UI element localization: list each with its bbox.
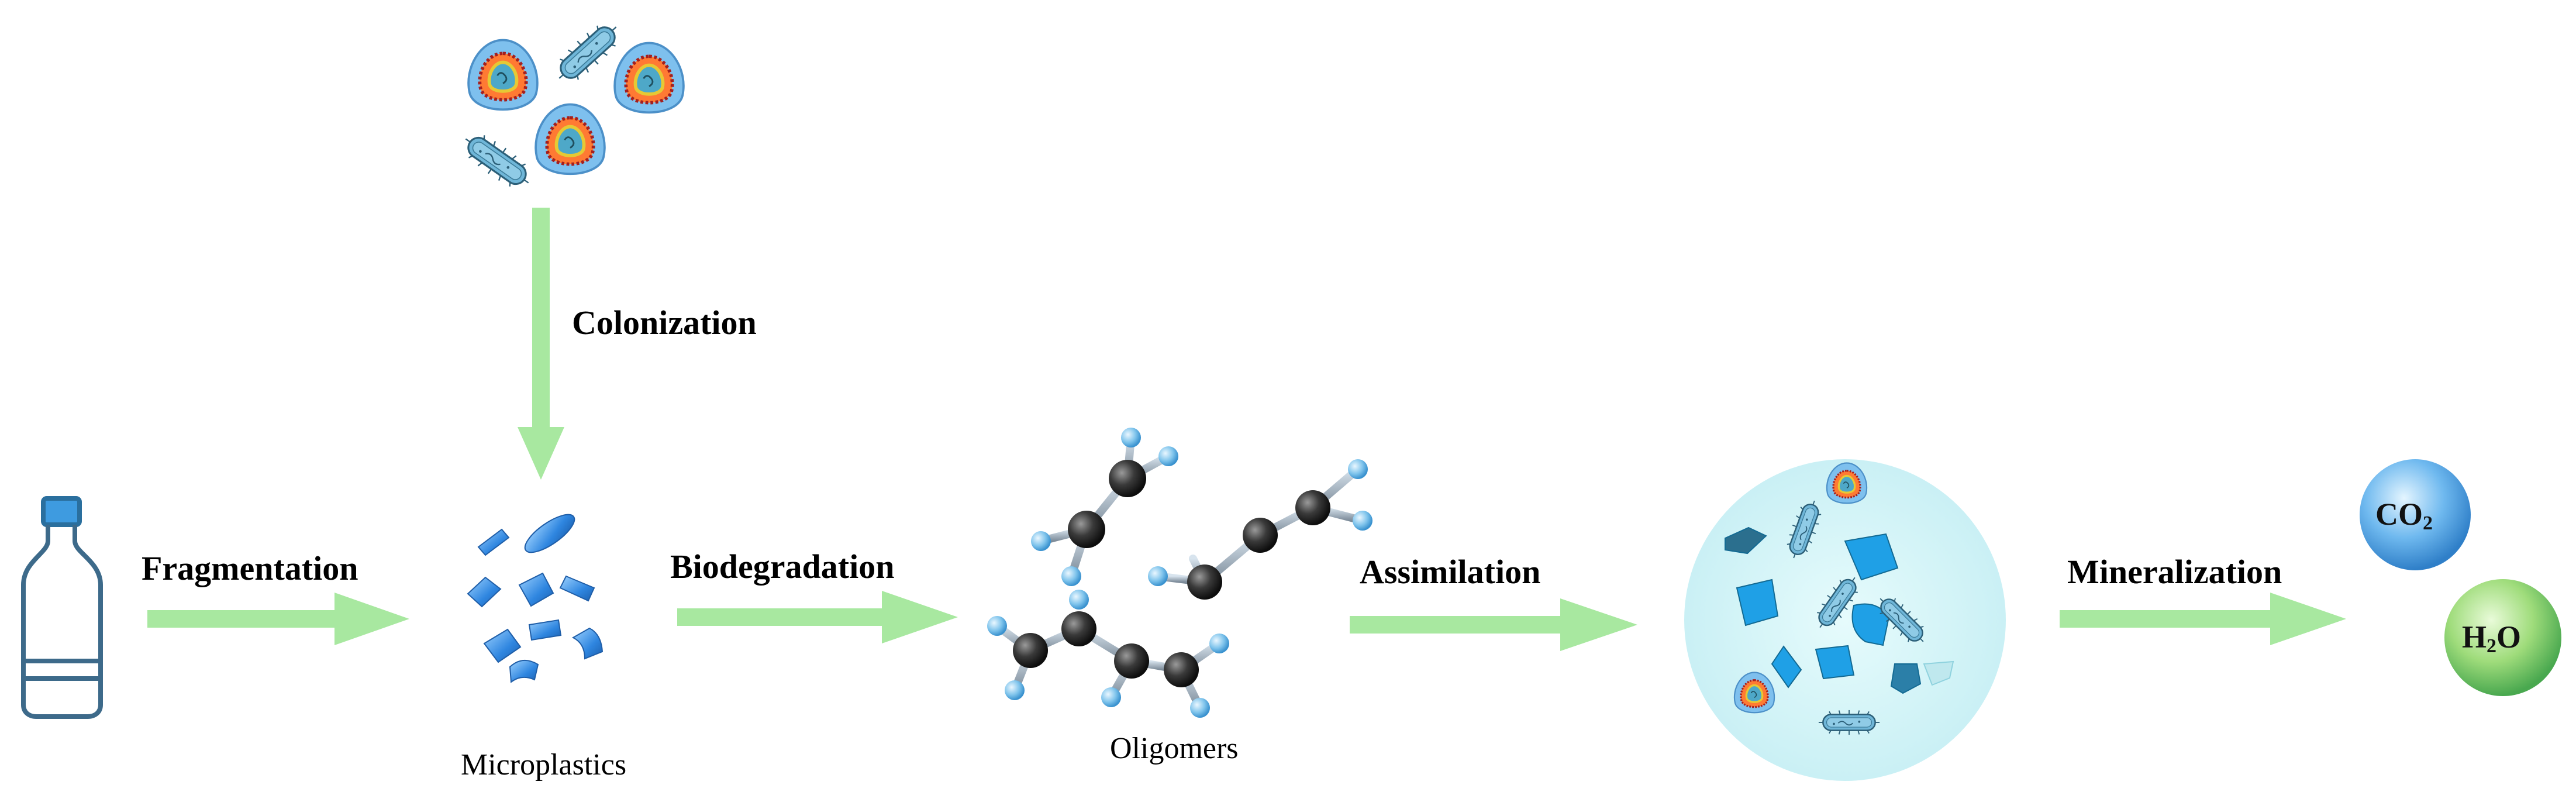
oligomer-molecules-icon xyxy=(987,428,1373,718)
arrow-biodegradation xyxy=(677,591,958,643)
co2-prefix: CO xyxy=(2375,497,2423,532)
bottle-icon xyxy=(21,496,103,719)
label-colonization: Colonization xyxy=(572,304,757,342)
label-mineralization: Mineralization xyxy=(2067,553,2282,591)
h2o-prefix: H xyxy=(2462,619,2487,655)
arrow-mineralization xyxy=(2060,593,2346,645)
h2o-bubble-icon xyxy=(2444,579,2561,696)
assimilation-cell-icon xyxy=(1684,459,2006,781)
label-fragmentation: Fragmentation xyxy=(142,549,358,587)
co2-bubble-icon xyxy=(2360,459,2471,570)
label-assimilation: Assimilation xyxy=(1360,553,1541,591)
caption-oligomers: Oligomers xyxy=(1110,732,1239,765)
h2o-label: H2O xyxy=(2462,619,2521,657)
microbes-icon xyxy=(456,14,684,197)
h2o-subscript: 2 xyxy=(2487,635,2497,657)
caption-microplastics: Microplastics xyxy=(461,748,627,782)
co2-label: CO2 xyxy=(2375,496,2433,535)
arrow-assimilation xyxy=(1350,598,1637,651)
arrow-fragmentation xyxy=(147,593,409,645)
microplastic-fragments-icon xyxy=(467,514,604,683)
co2-subscript: 2 xyxy=(2423,512,2433,534)
arrow-colonization xyxy=(518,208,564,480)
h2o-suffix: O xyxy=(2496,619,2522,655)
label-biodegradation: Biodegradation xyxy=(670,548,895,586)
